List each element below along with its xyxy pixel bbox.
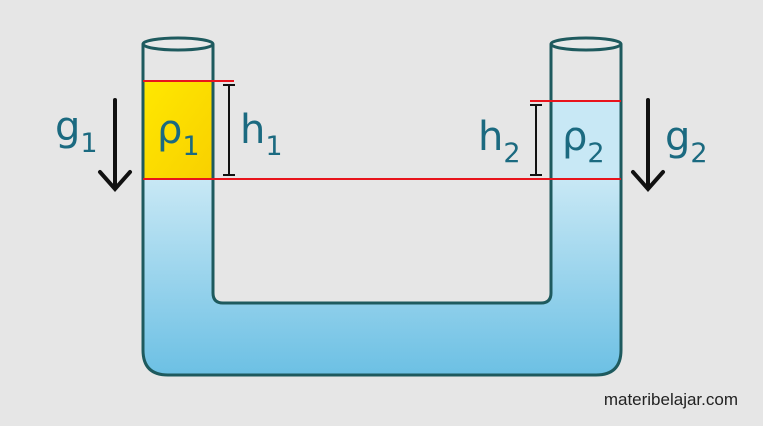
h2-bracket [530,104,542,176]
fluid-1-column [143,81,213,179]
h1-bracket [223,84,235,176]
water-fill [143,179,621,375]
label-h2: h2 [478,114,521,169]
gravity-arrow-right-icon [631,98,665,193]
label-g2: g2 [665,114,708,169]
left-tube-opening [141,36,215,52]
fluid-2-column [551,101,621,179]
label-h1: h1 [240,107,283,162]
label-rho1: ρ1 [157,107,200,162]
u-tube-outline [141,44,623,377]
right-tube-opening [549,36,623,52]
gravity-arrow-left-icon [98,98,132,193]
label-rho2: ρ2 [562,114,605,169]
watermark: materibelajar.com [604,390,738,409]
label-g1: g1 [55,104,98,159]
